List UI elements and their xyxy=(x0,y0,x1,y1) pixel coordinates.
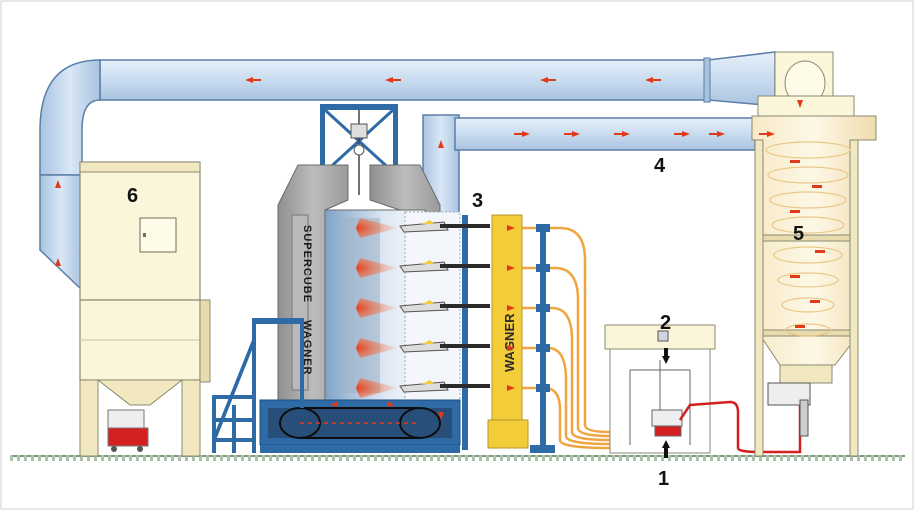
spray-gun xyxy=(399,260,490,273)
spray-gun xyxy=(399,340,490,353)
hose-clamps xyxy=(536,224,550,392)
spray-gun xyxy=(399,220,490,233)
booth-brand-text: SUPERCUBE xyxy=(301,225,313,303)
spray-gun xyxy=(399,380,490,393)
spray-gun xyxy=(399,300,490,313)
cyclone-separator xyxy=(751,51,877,457)
label-6: 6 xyxy=(127,185,138,207)
label-1: 1 xyxy=(658,468,669,490)
gun-lift xyxy=(462,214,555,453)
final-filter-unit xyxy=(79,161,211,457)
operator-platform xyxy=(212,318,304,453)
powder-return-line xyxy=(678,400,802,454)
label-2: 2 xyxy=(660,312,671,334)
spray-plume-5 xyxy=(356,378,398,398)
air-flow-arrows xyxy=(55,77,825,420)
label-5: 5 xyxy=(793,223,804,245)
spray-plume-3 xyxy=(356,298,398,318)
powder-supply-centre xyxy=(604,324,716,454)
powder-hoses xyxy=(522,226,611,450)
label-3: 3 xyxy=(472,190,483,212)
spray-plume-1 xyxy=(356,218,398,238)
lift-brand-text: WAGNER xyxy=(502,313,517,372)
powder-centre-arrows xyxy=(662,348,670,458)
return-air-duct xyxy=(39,51,776,292)
label-4: 4 xyxy=(654,155,666,177)
spray-guns xyxy=(399,220,490,393)
spray-plume-2 xyxy=(356,258,398,278)
spray-plume-4 xyxy=(356,338,398,358)
